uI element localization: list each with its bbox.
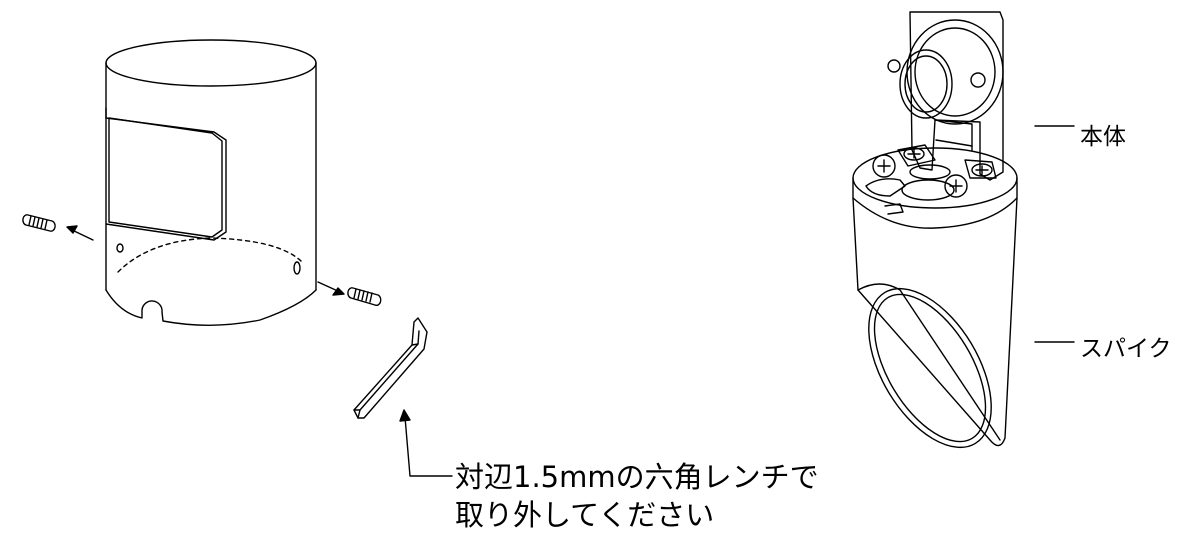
right-set-screw bbox=[318, 282, 381, 305]
cylinder-cover bbox=[106, 40, 316, 325]
wrench-callout-line bbox=[400, 410, 452, 476]
spike-label: スパイク bbox=[1080, 336, 1172, 362]
left-set-screw bbox=[23, 215, 93, 240]
wrench-instruction-line2: 取り外してください bbox=[455, 498, 715, 532]
wrench-instruction-line1: 対辺1.5mmの六角レンチで bbox=[455, 460, 819, 494]
body-label: 本体 bbox=[1080, 124, 1126, 150]
wrench-instruction: 対辺1.5mmの六角レンチで 取り外してください bbox=[455, 458, 819, 534]
hex-wrench bbox=[354, 318, 427, 418]
light-body bbox=[853, 12, 1017, 228]
spike bbox=[844, 198, 1017, 468]
